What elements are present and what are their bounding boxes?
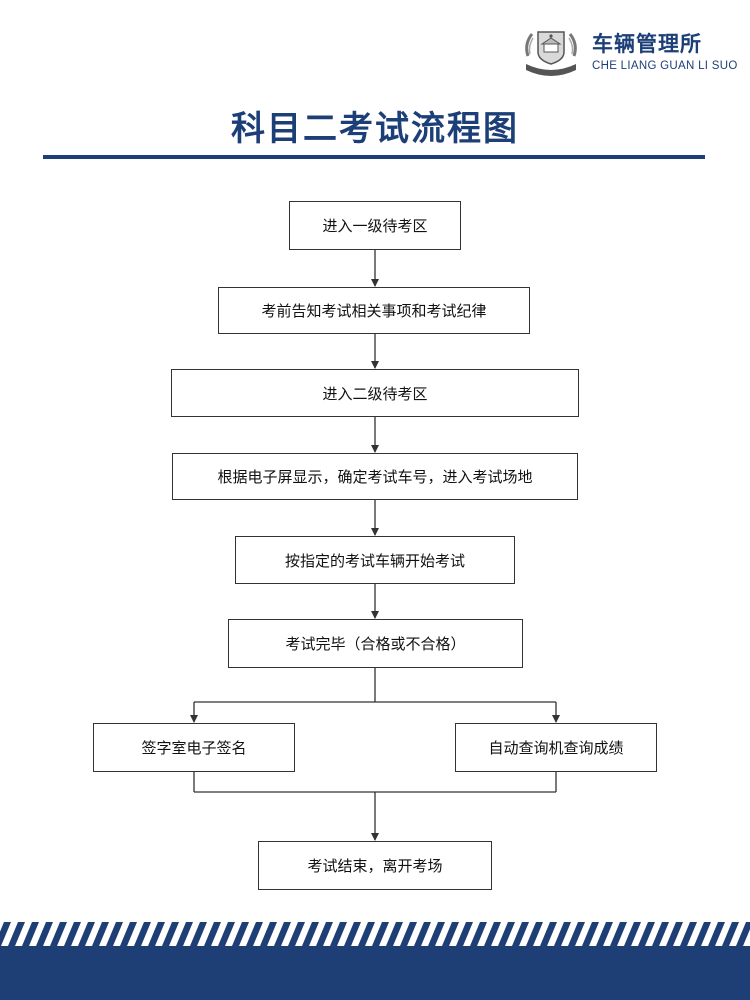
stripe — [428, 922, 445, 946]
stripe — [638, 922, 655, 946]
stripe — [722, 922, 739, 946]
stripe — [386, 922, 403, 946]
stripe — [456, 922, 473, 946]
stripe — [274, 922, 291, 946]
step-box-4: 根据电子屏显示，确定考试车号，进入考试场地 — [172, 453, 578, 500]
stripe — [316, 922, 333, 946]
stripe — [540, 922, 557, 946]
stripe — [414, 922, 431, 946]
stripe — [554, 922, 571, 946]
stripe — [694, 922, 711, 946]
stripe — [120, 922, 137, 946]
stripe — [610, 922, 627, 946]
page-title: 科目二考试流程图 — [231, 109, 519, 149]
org-name-pinyin: CHE LIANG GUAN LI SUO — [592, 60, 738, 72]
step-box-6: 考试完毕（合格或不合格） — [228, 619, 523, 668]
stripe — [0, 922, 11, 946]
stripe — [596, 922, 613, 946]
stripe — [372, 922, 389, 946]
stripe — [148, 922, 165, 946]
stripe — [288, 922, 305, 946]
stripe — [498, 922, 515, 946]
stripe — [400, 922, 417, 946]
stripe — [78, 922, 95, 946]
stripe — [232, 922, 249, 946]
police-emblem-icon — [525, 31, 577, 76]
stripe — [666, 922, 683, 946]
stripe — [484, 922, 501, 946]
stripe — [344, 922, 361, 946]
stripe — [92, 922, 109, 946]
stripe — [680, 922, 697, 946]
step-box-2: 考前告知考试相关事项和考试纪律 — [218, 287, 530, 334]
step-box-5: 按指定的考试车辆开始考试 — [235, 536, 515, 584]
bottom-band — [0, 946, 750, 1000]
stripe — [218, 922, 235, 946]
stripe — [64, 922, 81, 946]
stripe — [358, 922, 375, 946]
stripe — [246, 922, 263, 946]
stripe — [8, 922, 25, 946]
stripe — [260, 922, 277, 946]
step-box-1: 进入一级待考区 — [289, 201, 461, 250]
stripe — [736, 922, 750, 946]
step-box-3: 进入二级待考区 — [171, 369, 579, 417]
stripe — [582, 922, 599, 946]
stripe — [708, 922, 725, 946]
stripe — [624, 922, 641, 946]
stripe — [330, 922, 347, 946]
stripe — [106, 922, 123, 946]
stripe — [204, 922, 221, 946]
stripe — [442, 922, 459, 946]
stripe — [568, 922, 585, 946]
stripe — [176, 922, 193, 946]
org-name: 车辆管理所 — [592, 31, 702, 56]
branch-box-signature: 签字室电子签名 — [93, 723, 295, 772]
final-step-box: 考试结束，离开考场 — [258, 841, 492, 890]
stripe — [36, 922, 53, 946]
stripe — [50, 922, 67, 946]
stripe — [162, 922, 179, 946]
stripe — [134, 922, 151, 946]
stripe — [526, 922, 543, 946]
stripe — [470, 922, 487, 946]
stripe — [190, 922, 207, 946]
bottom-stripe-pattern — [0, 922, 750, 946]
stripe — [512, 922, 529, 946]
stripe — [652, 922, 669, 946]
branch-box-score-query: 自动查询机查询成绩 — [455, 723, 657, 772]
stripe — [22, 922, 39, 946]
stripe — [302, 922, 319, 946]
title-underline — [43, 155, 705, 159]
